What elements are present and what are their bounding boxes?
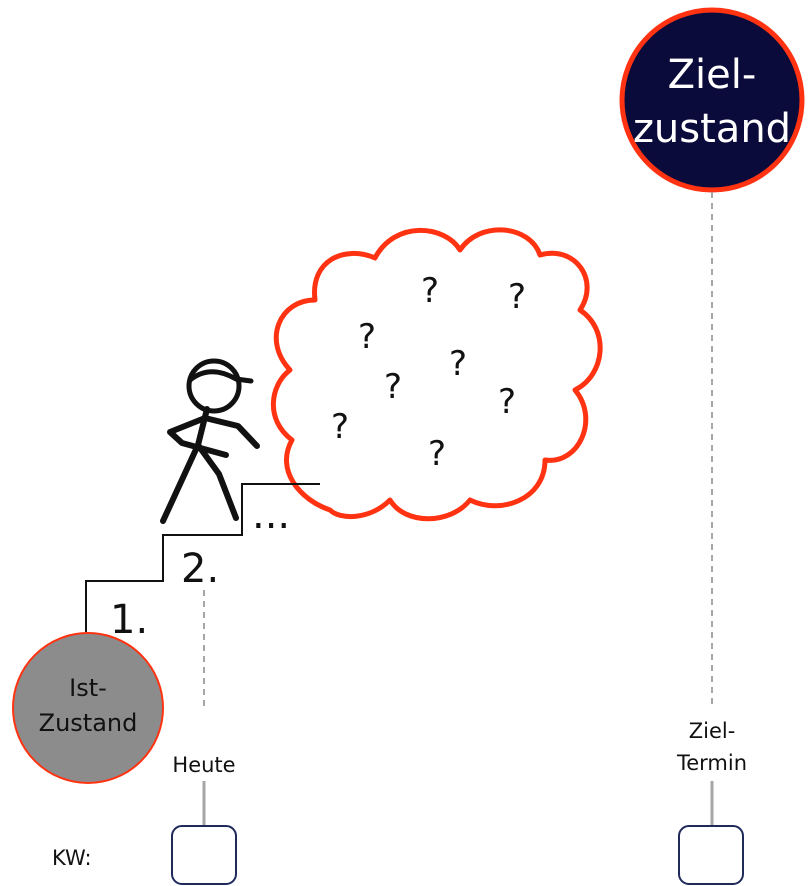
thought-cloud: ? ? ? ? ? ? ? ?: [270, 227, 603, 522]
target-condition-label-line1: Ziel-: [668, 52, 757, 98]
week-today-box[interactable]: [171, 825, 237, 885]
question-mark: ?: [358, 317, 376, 357]
stick-figure-icon: [160, 358, 260, 524]
deadline-label-line2: Termin: [676, 751, 747, 775]
question-mark: ?: [498, 382, 516, 422]
current-condition-label-line1: Ist-: [69, 674, 107, 702]
current-condition-label-line2: Zustand: [39, 709, 138, 737]
week-deadline-box[interactable]: [678, 825, 744, 885]
current-condition: Ist- Zustand: [12, 632, 164, 784]
deadline-label-line1: Ziel-: [689, 719, 736, 743]
week-label: KW:: [52, 846, 92, 870]
question-mark: ?: [508, 277, 526, 317]
step-2-label: 2.: [181, 546, 219, 592]
question-mark: ?: [421, 271, 439, 311]
staircase: [85, 483, 320, 632]
target-condition-label-line2: zustand: [633, 106, 791, 152]
target-condition-circle: [619, 7, 805, 193]
today-label: Heute: [172, 753, 235, 777]
question-mark: ?: [449, 344, 467, 384]
thought-cloud-outline: [270, 227, 603, 522]
question-mark: ?: [384, 367, 402, 407]
step-more-label: ...: [252, 492, 290, 538]
question-mark: ?: [331, 407, 349, 447]
question-mark: ?: [428, 434, 446, 474]
target-condition: Ziel- zustand: [619, 7, 805, 193]
step-1-label: 1.: [110, 597, 148, 643]
current-condition-circle: [12, 632, 164, 784]
